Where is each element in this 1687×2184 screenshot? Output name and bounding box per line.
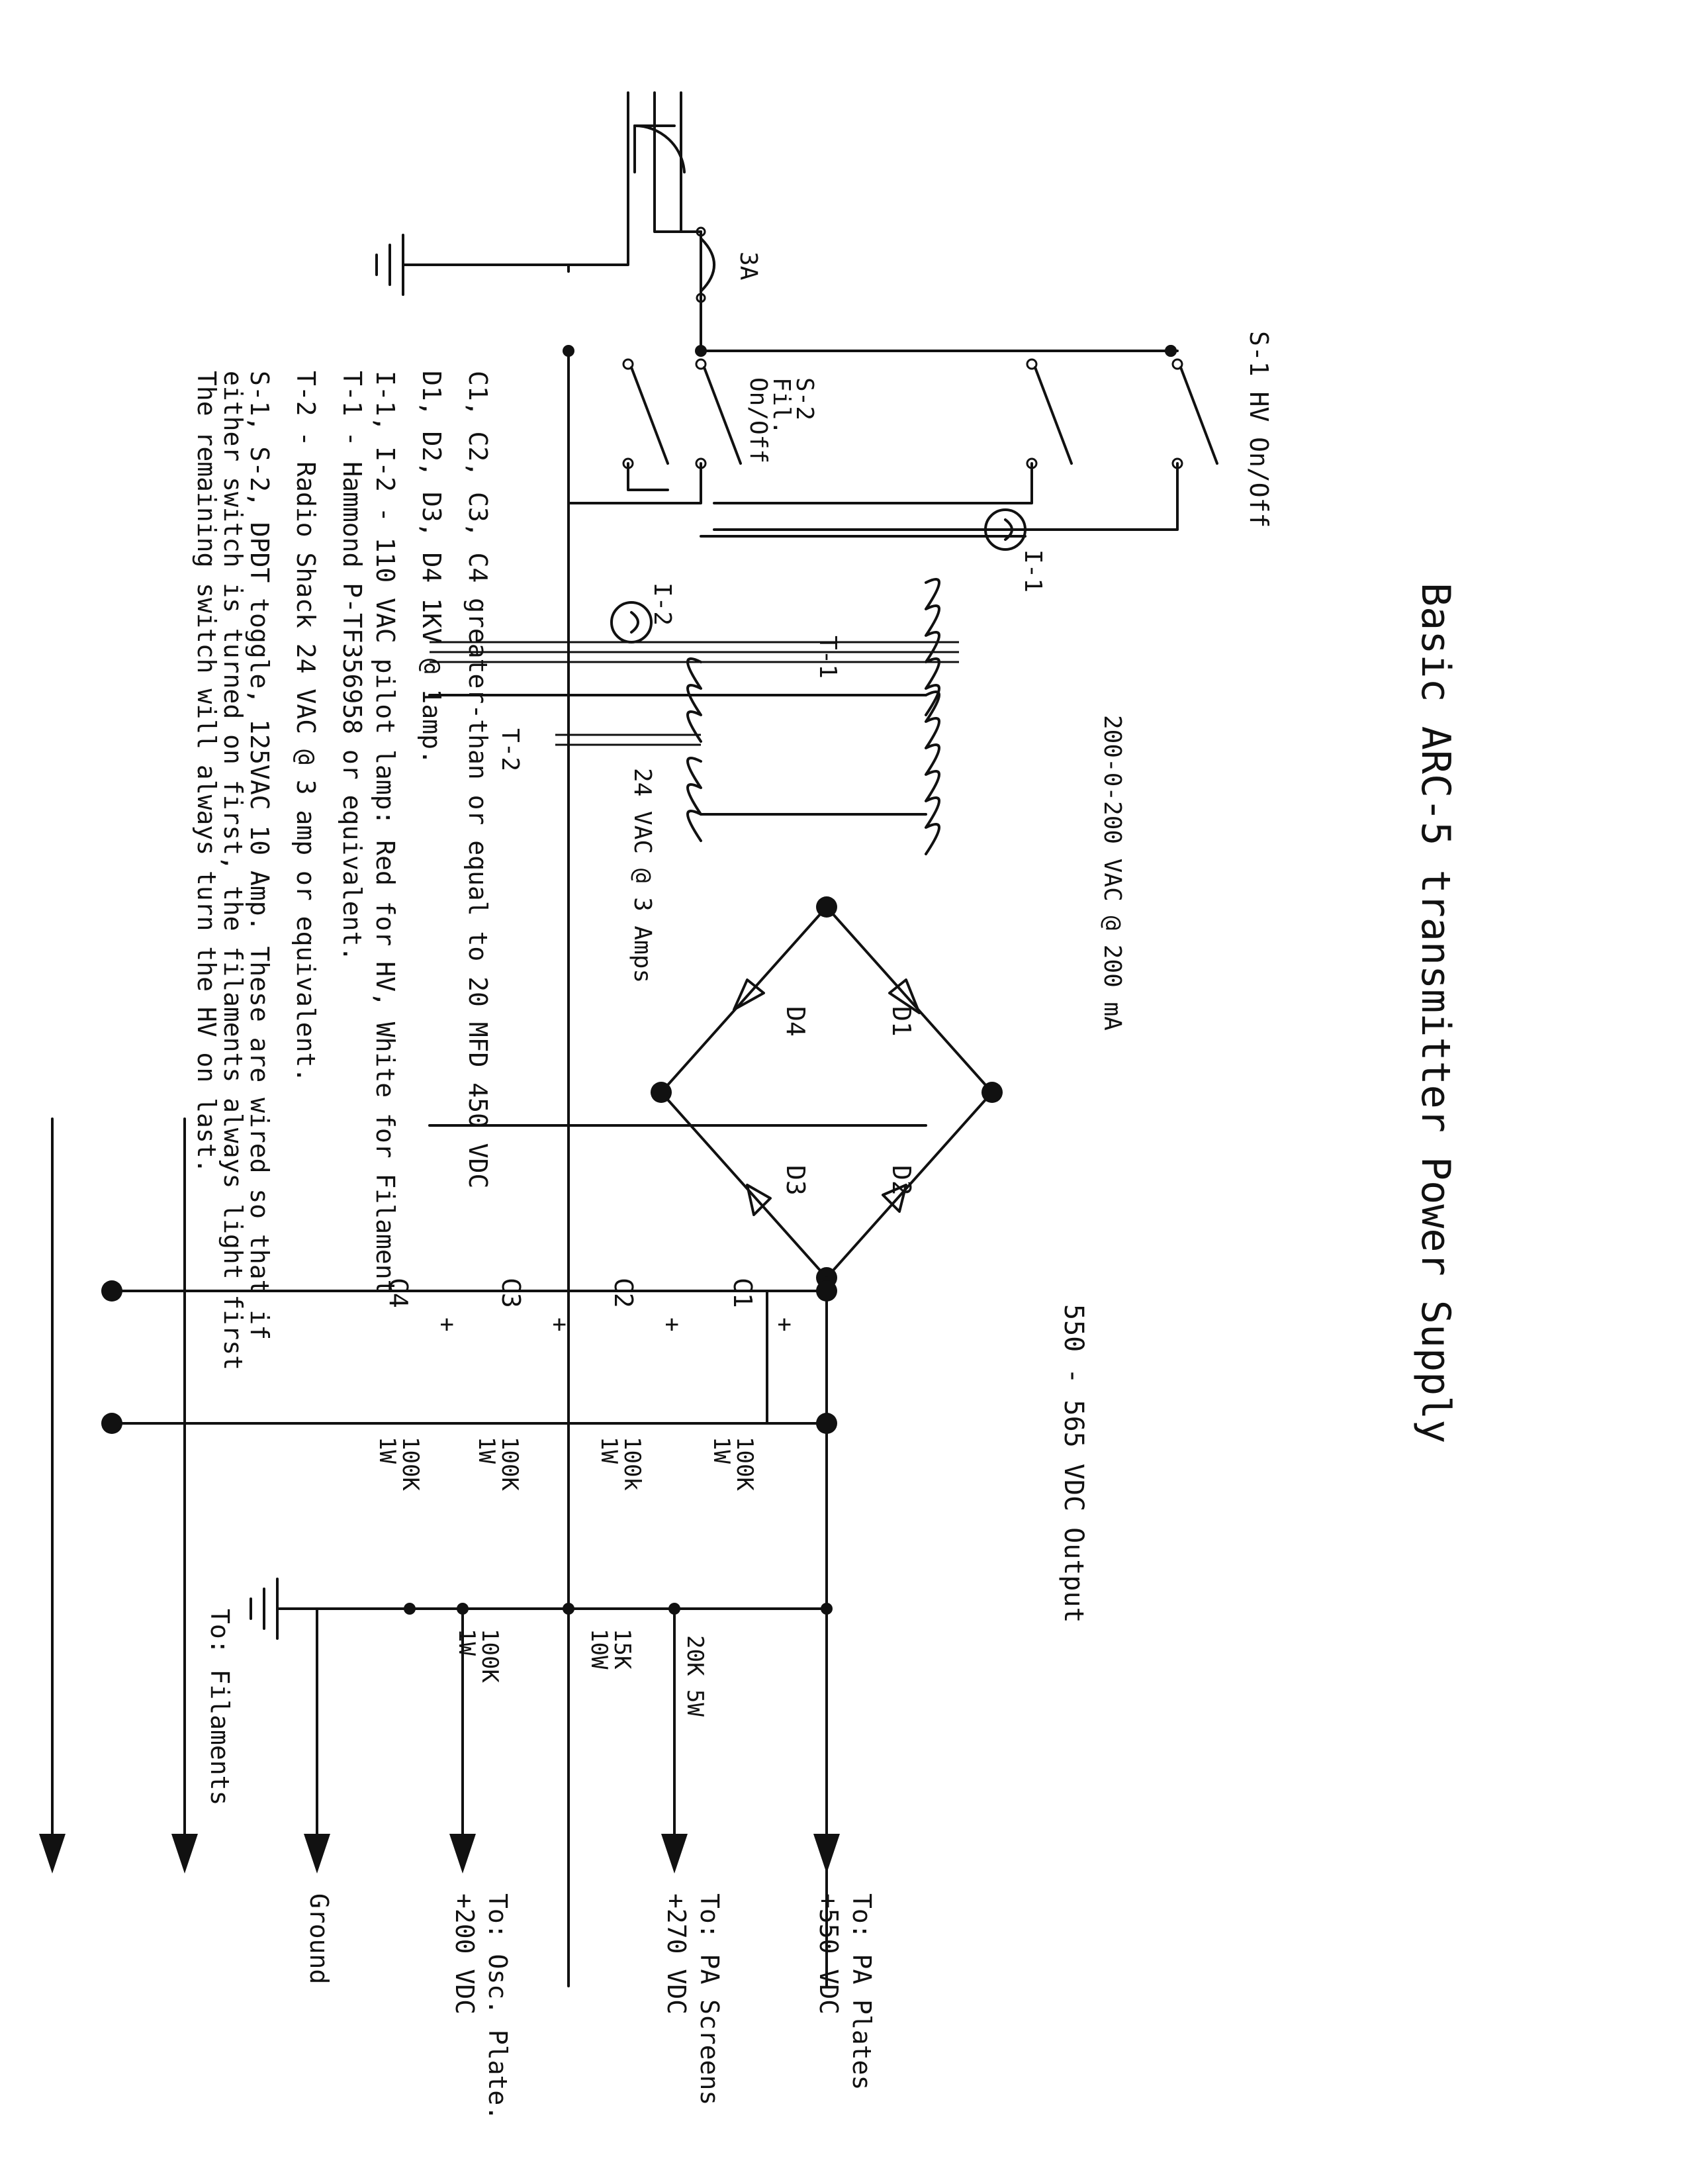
bridge-rectifier: D1 D2 D3 D4	[651, 896, 1003, 1288]
s2-bypass-wire	[627, 462, 669, 491]
c2-label: C2	[609, 1278, 638, 1308]
bleeder-1-power: 1W	[708, 1437, 735, 1464]
out-pa-plates-2: +550 VDC	[814, 1893, 843, 2015]
d3-label: D3	[781, 1165, 810, 1196]
note-line: either switch is turned on first, the fi…	[218, 371, 248, 1370]
out-osc-2: +200 VDC	[450, 1893, 479, 2015]
out-pa-screens-1: To: PA Screens	[695, 1893, 724, 2105]
fuse-3a: 3A	[696, 226, 762, 303]
note-line: I-1, I-2 - 110 VAC pilot lamp: Red for H…	[371, 371, 400, 1295]
diagram-title: Basic ARC-5 transmitter Power Supply	[1412, 583, 1459, 1443]
output-label: 550 - 565 VDC Output	[1058, 1304, 1089, 1623]
c4-plus: +	[433, 1317, 461, 1332]
t1-secondary-label: 200-0-200 VAC @ 200 mA	[1099, 715, 1126, 1031]
c3-plus: +	[546, 1317, 573, 1332]
note-line: S-1, S-2, DPDT toggle, 125VAC 10 Amp. Th…	[245, 371, 274, 1340]
note-line: T-2 - Radio Shack 24 VAC @ 3 amp or equi…	[291, 371, 320, 1082]
t2-secondary-label: 24 VAC @ 3 Amps	[629, 768, 656, 983]
pilot-lamp-i2: I-2	[610, 583, 676, 643]
s1-hot-out	[713, 462, 1179, 531]
s2-output-wire	[567, 462, 702, 504]
s2-label-3: On/Off	[745, 377, 772, 463]
s2-label-1: S-2	[791, 377, 818, 420]
note-line: The remaining switch will always turn th…	[192, 371, 221, 1174]
switch-s2: S-2 Fil. On/Off	[567, 350, 818, 469]
r20k-label: 20K 5W	[682, 1635, 708, 1717]
bleeder-4-value: 100K	[397, 1437, 424, 1491]
c4-label: C4	[384, 1278, 413, 1308]
note-line: D1, D2, D3, D4 1KV @ 1amp.	[417, 371, 446, 765]
note-line: C1, C2, C3, C4 greater-than or equal to …	[463, 371, 492, 1188]
bleeder-3-power: 1W	[473, 1437, 500, 1464]
bleeder-2-power: 1W	[596, 1437, 622, 1464]
s1-label: S-1 HV On/Off	[1244, 331, 1273, 528]
r100k-div-value: 100K	[477, 1629, 503, 1683]
bleeder-3-value: 100K	[496, 1437, 523, 1491]
t2-label: T-2	[496, 728, 524, 771]
transformer-t1: T-1 200-0-200 VAC @ 200 mA	[428, 528, 1126, 1127]
output-terminals	[39, 1117, 840, 1874]
transformer-t2: T-2 24 VAC @ 3 Amps	[496, 657, 702, 983]
out-osc-1: To: Osc. Plate.	[483, 1893, 512, 2120]
i2-label: I-2	[649, 583, 676, 626]
bleeder-resistors: 100K 1W 100k 1W 100K 1W 100K 1W	[374, 1437, 758, 1491]
i1-label: I-1	[1019, 549, 1046, 593]
c1-plus: +	[771, 1317, 798, 1332]
out-pa-screens-2: +270 VDC	[662, 1893, 691, 2015]
s1-to-s2-wire	[713, 462, 1033, 504]
bleeder-4-power: 1W	[374, 1437, 400, 1464]
c3-label: C3	[496, 1278, 525, 1308]
out-filaments: To: Filaments	[205, 1609, 234, 1805]
voltage-divider: 15K 10W 100K 1W 20K 5W	[316, 1603, 833, 1717]
note-line: T-1 - Hammond P-TF356958 or equivalent.	[338, 371, 367, 961]
d4-label: D4	[781, 1006, 810, 1037]
s2-label-2: Fil.	[768, 377, 795, 435]
fuse-label: 3A	[735, 252, 762, 281]
r15k-power: 10W	[586, 1629, 612, 1670]
switch-s1: S-1 HV On/Off	[1026, 331, 1273, 528]
d1-label: D1	[887, 1006, 916, 1037]
t1-label: T-1	[814, 636, 841, 679]
c1-label: C1	[728, 1278, 757, 1308]
ac-plug	[633, 124, 686, 173]
c2-plus: +	[659, 1317, 686, 1332]
out-ground: Ground	[304, 1893, 334, 1984]
chassis-ground-top	[375, 234, 570, 296]
pilot-lamp-i1: I-1	[971, 508, 1046, 593]
bleeder-1-value: 100K	[731, 1437, 758, 1491]
out-pa-plates-1: To: PA Plates	[847, 1893, 876, 2090]
capacitor-bank: C1 C2 C3 C4 + + + +	[101, 1278, 837, 1434]
r15k-value: 15K	[609, 1629, 635, 1670]
notes-block: C1, C2, C3, C4 greater-than or equal to …	[192, 371, 492, 1370]
bleeder-2-value: 100k	[619, 1437, 645, 1491]
chassis-ground-bottom	[250, 1578, 318, 1640]
junction-dot	[695, 345, 707, 357]
r100k-div-power: 1W	[453, 1629, 480, 1656]
